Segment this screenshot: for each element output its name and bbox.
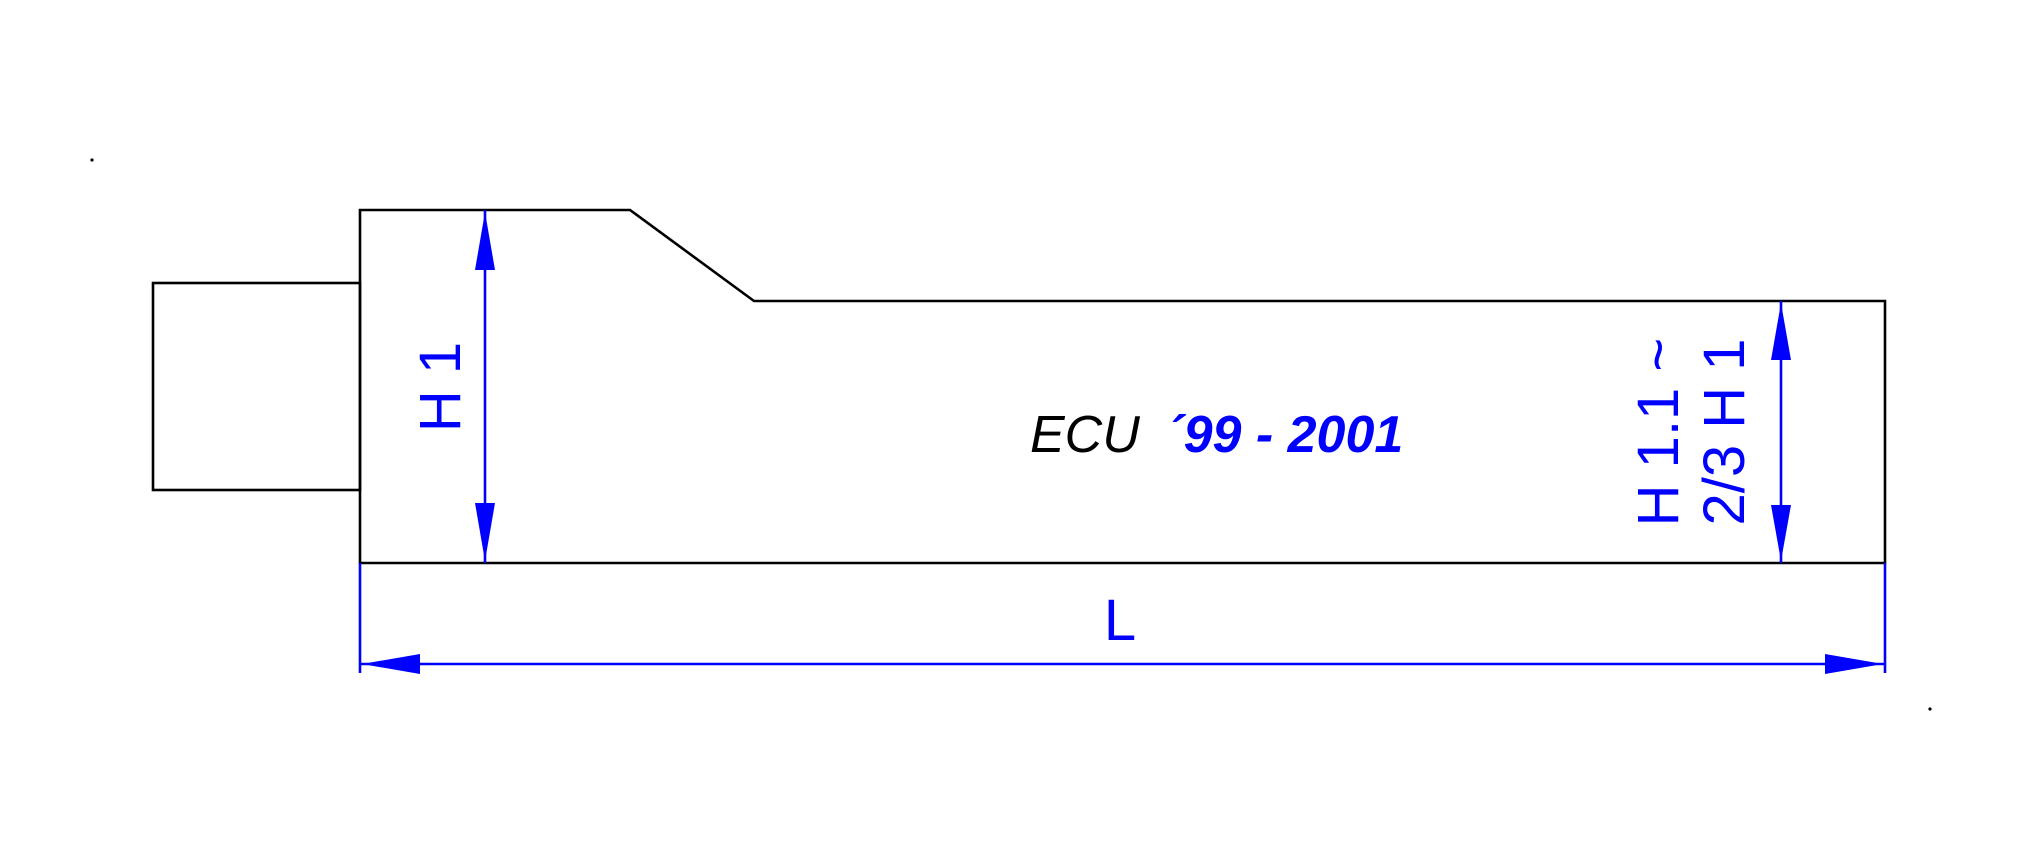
right-height-dimension: H 1.1 ~ 2/3 H 1 xyxy=(1626,301,1791,563)
speck-bottom-right xyxy=(1928,707,1932,711)
right-height-arrow-bottom xyxy=(1771,505,1791,561)
left-height-arrow-bottom xyxy=(475,503,495,561)
length-arrow-left xyxy=(362,654,420,674)
ecu-title-years: ´99 - 2001 xyxy=(1166,406,1403,464)
left-height-dimension: H 1 xyxy=(408,210,495,563)
left-height-arrow-top xyxy=(475,212,495,270)
right-height-label-line2: 2/3 H 1 xyxy=(1692,339,1757,526)
ecu-title: ECU ´99 - 2001 xyxy=(1030,406,1403,464)
length-label: L xyxy=(1104,588,1136,653)
left-height-label: H 1 xyxy=(408,342,473,432)
connector-plug xyxy=(151,281,362,492)
right-height-arrow-top xyxy=(1771,303,1791,360)
length-arrow-right xyxy=(1825,654,1883,674)
length-dimension: L xyxy=(358,563,1887,674)
ecu-title-prefix: ECU xyxy=(1030,406,1140,464)
speck-top-left xyxy=(90,158,94,162)
right-height-label-line1: H 1.1 ~ xyxy=(1626,338,1691,527)
